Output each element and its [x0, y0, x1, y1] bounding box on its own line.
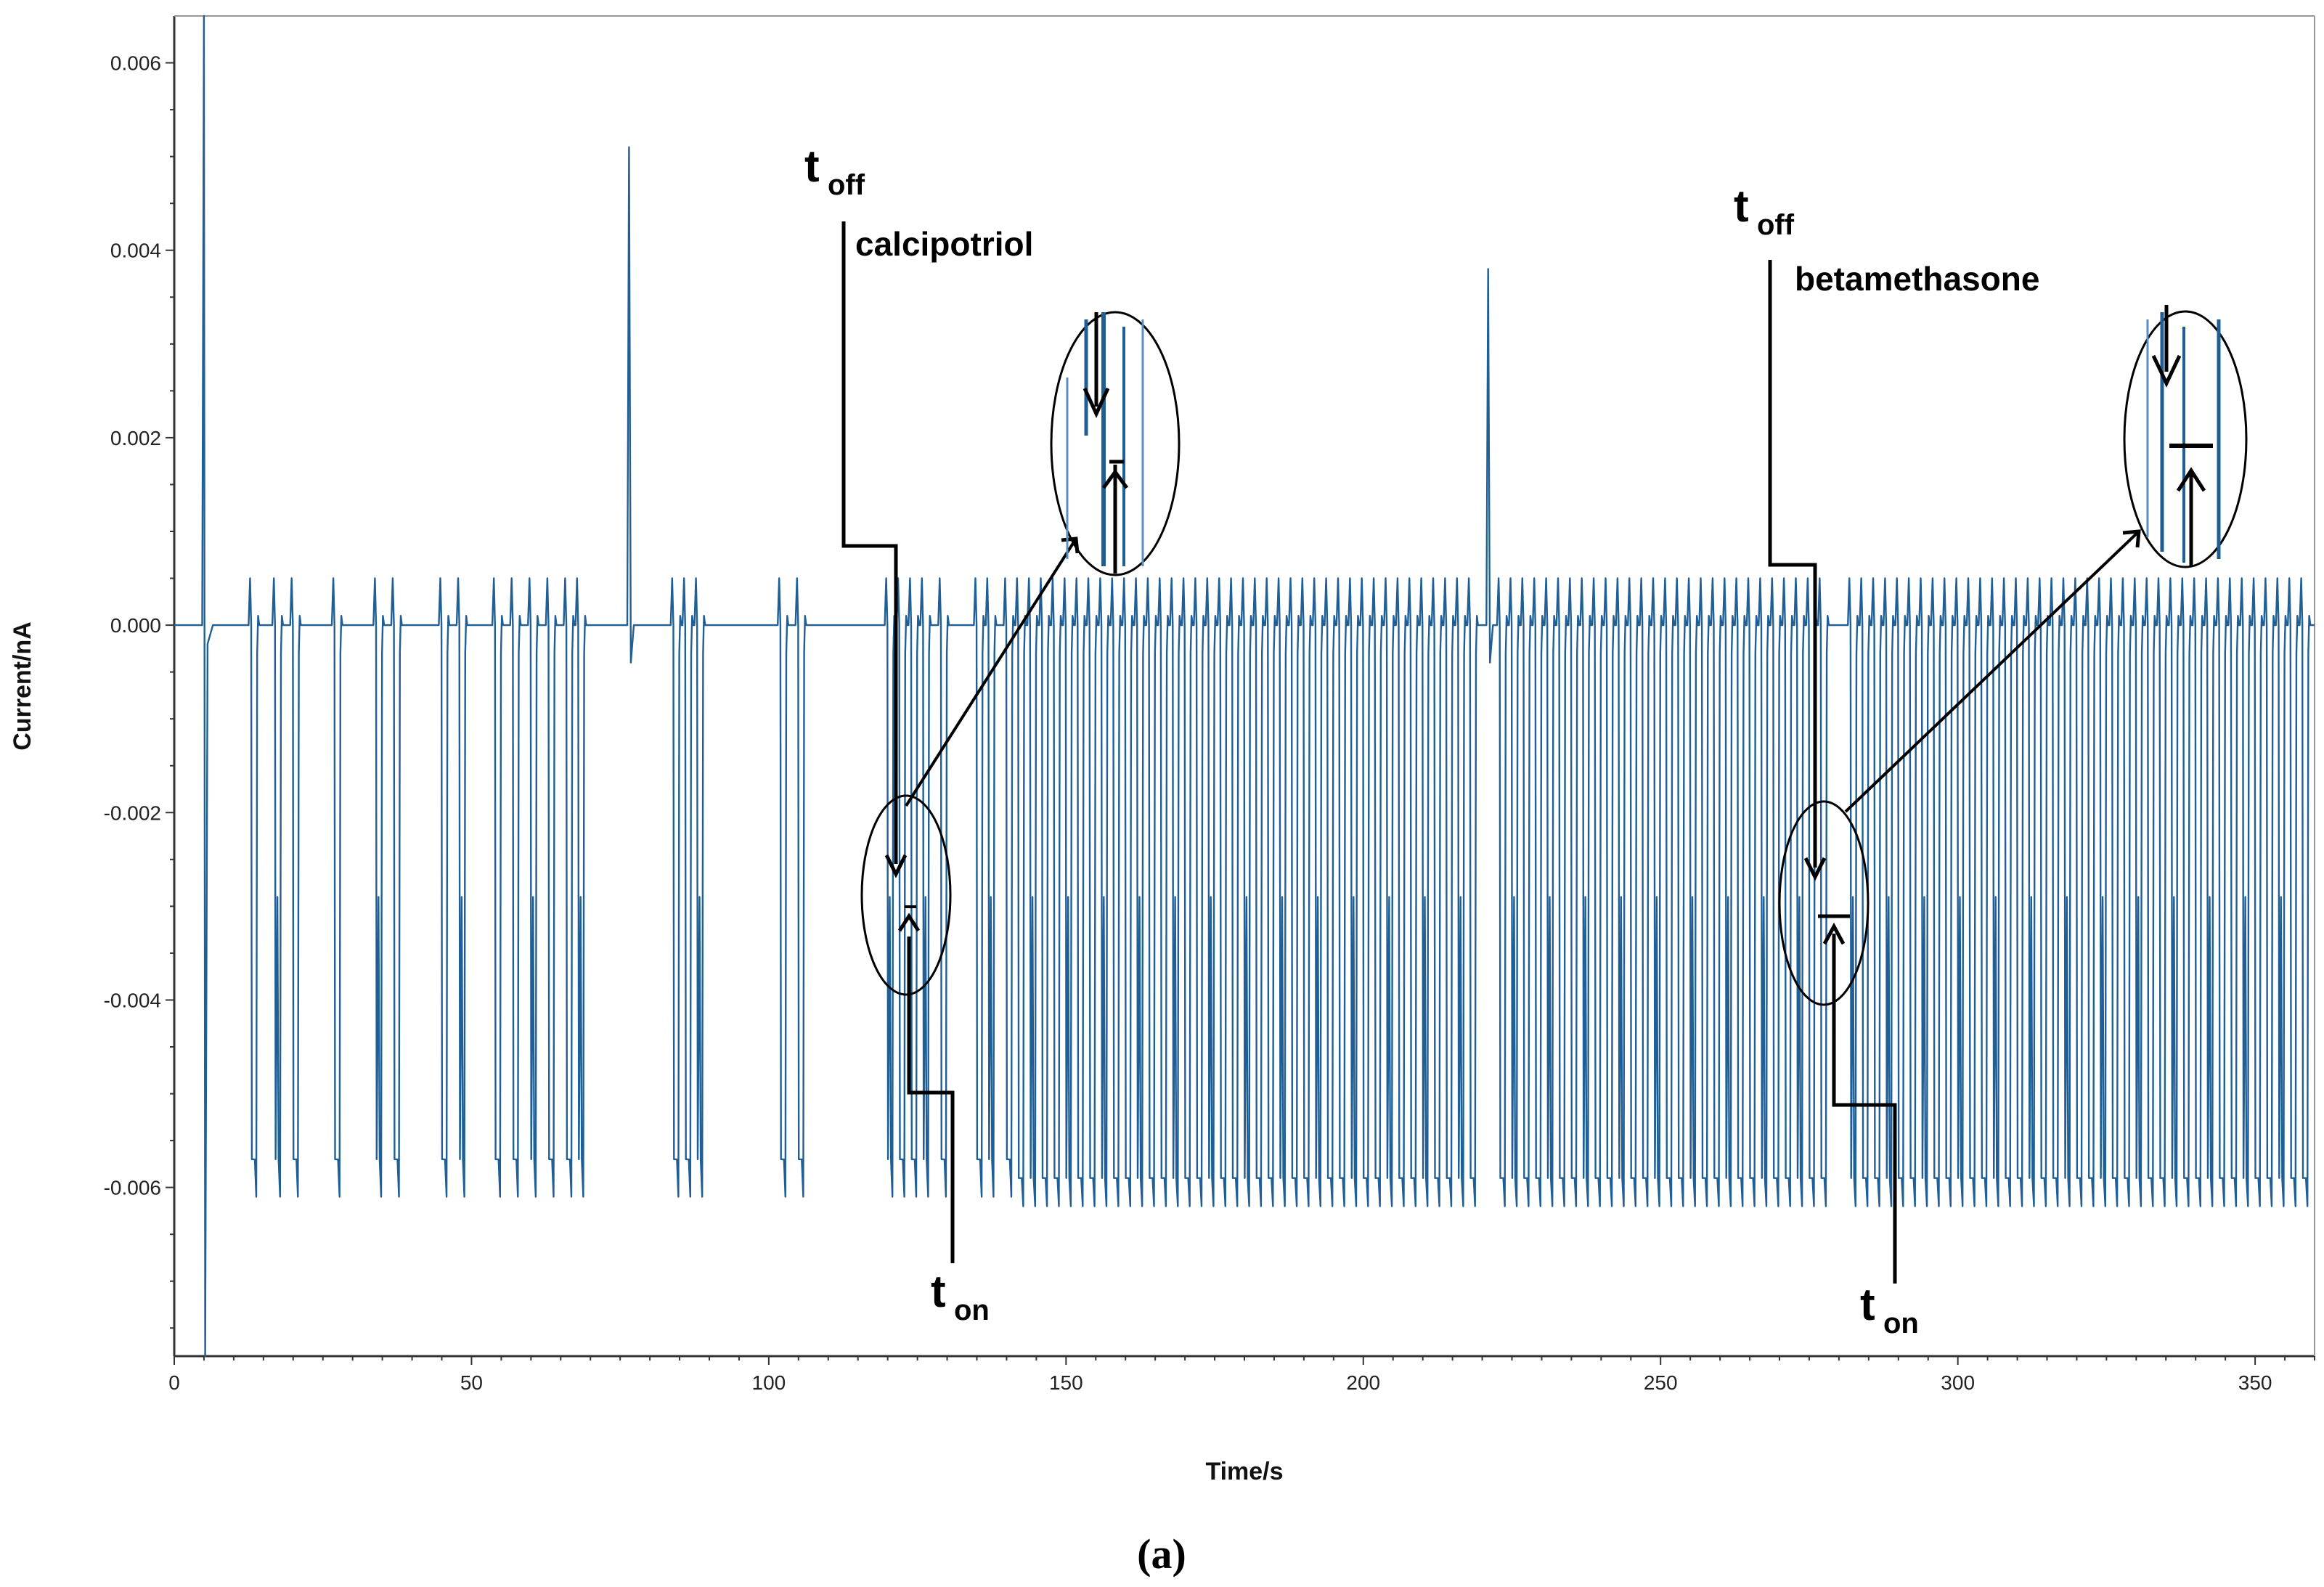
betamethasone-label: betamethasone [1795, 260, 2039, 298]
x-tick-label: 200 [1346, 1371, 1380, 1394]
y-axis-title: Current/nA [9, 621, 36, 751]
x-tick-label: 50 [460, 1371, 483, 1394]
y-tick-label: 0.006 [110, 52, 161, 75]
calcipotriol-zoom-detail [1066, 312, 1144, 574]
betamethasone-annotation [1768, 260, 2248, 1284]
y-tick-label: 0.004 [110, 240, 161, 262]
calcipotriol-zoom-circle [1050, 311, 1181, 576]
figure-caption: (a) [1137, 1530, 1186, 1578]
x-tick-label: 150 [1049, 1371, 1083, 1394]
x-axis-title: Time/s [1205, 1458, 1283, 1485]
betamethasone-small-circle [1778, 800, 1870, 1006]
calcipotriol-toff-leader [841, 221, 898, 864]
y-tick-label: 0.002 [110, 427, 161, 449]
y-tick-label: -0.004 [104, 989, 161, 1011]
calcipotriol-annotation [841, 221, 1181, 1263]
x-tick-label: 300 [1941, 1371, 1975, 1394]
x-tick-label: 100 [752, 1371, 786, 1394]
calcipotriol-toff-t: t [804, 142, 820, 192]
betamethasone-toff-sub: off [1757, 209, 1795, 241]
x-tick-label: 250 [1644, 1371, 1678, 1394]
calcipotriol-ton-sub: on [954, 1294, 990, 1326]
betamethasone-toff-leader [1768, 260, 1817, 868]
y-tick-label: 0.000 [110, 614, 161, 637]
calcipotriol-ton-leader [907, 937, 955, 1263]
calcipotriol-ton-arrowhead [897, 913, 921, 932]
betamethasone-zoom-pointer [1844, 530, 2140, 813]
calcipotriol-toff-sub: off [828, 169, 865, 201]
calcipotriol-zoom-pointer [905, 537, 1077, 807]
betamethasone-toff-arrowhead [1803, 857, 1827, 881]
x-tick-label: 350 [2238, 1371, 2272, 1394]
calcipotriol-ton-t: t [931, 1267, 946, 1317]
y-tick-label: -0.002 [104, 801, 161, 824]
current-line [174, 15, 2315, 1358]
betamethasone-ton-arrowhead [1822, 922, 1846, 945]
betamethasone-zoom-detail [2146, 305, 2221, 566]
calcipotriol-toff-arrowhead [884, 854, 908, 878]
axis-ticks: 0 50 100 150 200 250 300 350 0.006 0.004 0.002 0.00… [104, 52, 2315, 1394]
betamethasone-ton-leader [1832, 934, 1897, 1284]
calcipotriol-small-circle [860, 794, 952, 996]
x-tick-label: 0 [168, 1371, 180, 1394]
betamethasone-zoom-circle [2123, 310, 2248, 568]
betamethasone-zoom-pointer-head [2122, 529, 2141, 548]
calcipotriol-label: calcipotriol [855, 225, 1033, 263]
betamethasone-ton-t: t [1860, 1280, 1875, 1330]
y-tick-label: -0.006 [104, 1177, 161, 1199]
betamethasone-toff-t: t [1734, 181, 1749, 232]
current-trace [174, 15, 2315, 1358]
betamethasone-ton-sub: on [1883, 1307, 1919, 1339]
